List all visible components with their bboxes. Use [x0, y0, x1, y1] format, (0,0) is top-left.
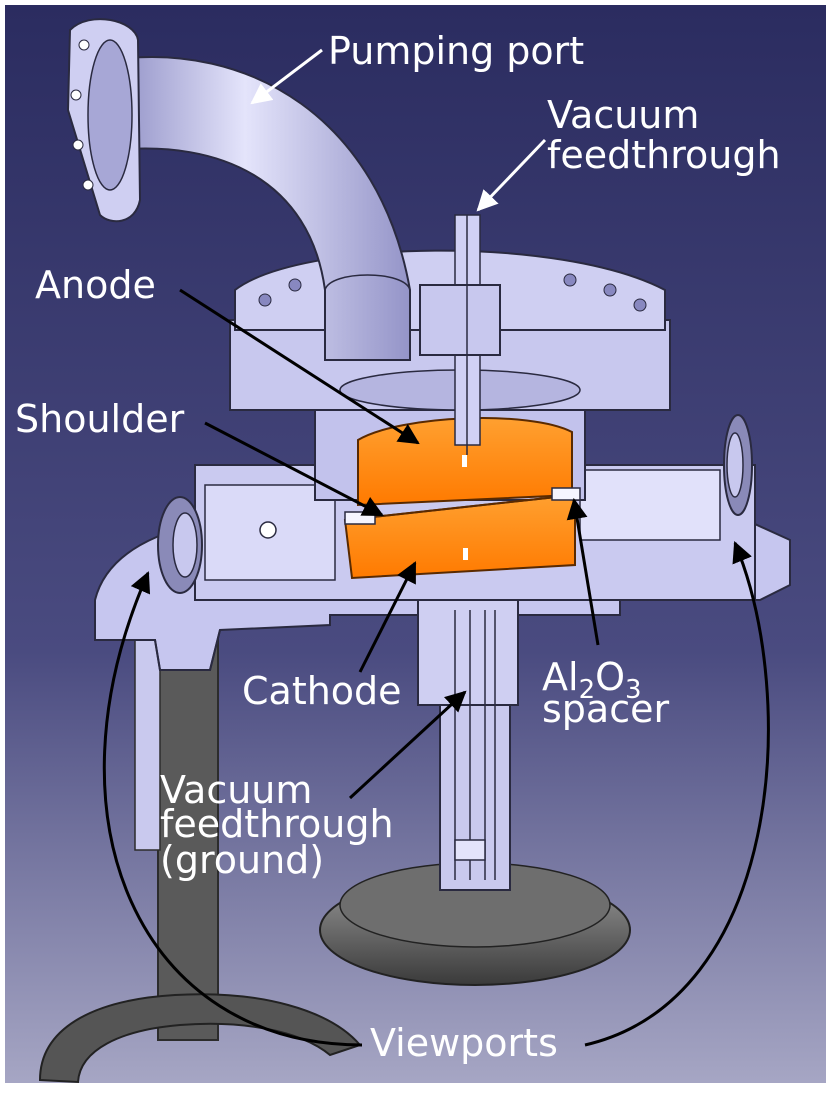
label-vacuum-feedthrough-ground-line3: (ground)	[160, 838, 324, 882]
lower-feedthrough	[319, 594, 631, 986]
label-shoulder: Shoulder	[15, 397, 185, 441]
spacer-o: O	[595, 655, 625, 699]
annotation-arrows	[102, 48, 770, 1047]
label-viewports: Viewports	[370, 1021, 558, 1065]
arrow-shoulder	[204, 421, 384, 517]
top-feedthrough	[419, 214, 501, 455]
pumping-port	[66, 18, 411, 361]
label-vacuum-feedthrough-ground-line1: Vacuum	[160, 768, 312, 812]
arrow-pumping-port	[250, 48, 323, 105]
arrow-viewports-left	[102, 571, 363, 1047]
label-spacer-word: spacer	[542, 687, 669, 731]
spacer-sub3: 3	[625, 675, 642, 705]
arrow-spacer	[566, 497, 600, 646]
arrow-viewports-right	[584, 541, 770, 1047]
spacer-sub2: 2	[579, 675, 596, 705]
label-cathode: Cathode	[242, 669, 402, 713]
label-vacuum-feedthrough-ground-line2: feedthrough	[160, 802, 394, 846]
labels: Pumping port Vacuum feedthrough Anode Sh…	[15, 29, 781, 1065]
arrow-cathode	[358, 561, 417, 673]
spacer-al: Al	[542, 655, 579, 699]
label-vacuum-feedthrough-top-line2: feedthrough	[547, 133, 781, 177]
arrow-vacuum-feedthrough-ground	[348, 690, 467, 800]
arrow-anode	[179, 288, 420, 445]
label-anode: Anode	[35, 263, 156, 307]
arrow-vacuum-feedthrough-top	[476, 138, 547, 212]
label-vacuum-feedthrough-top-line1: Vacuum	[547, 93, 699, 137]
label-pumping-port: Pumping port	[328, 29, 584, 73]
label-spacer: Al2O3	[542, 655, 642, 705]
side-viewports	[157, 414, 753, 594]
